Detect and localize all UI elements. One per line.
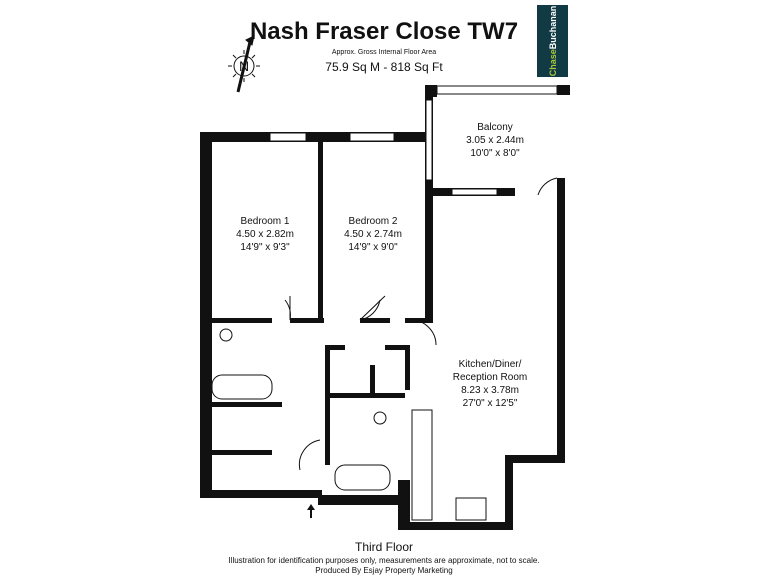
- floor-area: 75.9 Sq M - 818 Sq Ft: [325, 60, 443, 74]
- room-imperial: 10'0" x 8'0": [470, 148, 520, 159]
- room-metric: 4.50 x 2.74m: [344, 229, 402, 240]
- floor-label: Third Floor: [354, 540, 413, 554]
- footer: Illustration for identification purposes…: [0, 556, 768, 576]
- room-kitchen: Kitchen/Diner/ Reception Room 8.23 x 3.7…: [430, 358, 550, 410]
- room-name: Bedroom 1: [240, 216, 290, 227]
- room-name: Bedroom 2: [348, 216, 398, 227]
- room-name-2: Reception Room: [452, 372, 528, 383]
- doors: [211, 177, 558, 521]
- room-imperial: 14'9" x 9'0": [348, 242, 398, 253]
- producer: Produced By Esjay Property Marketing: [315, 566, 453, 575]
- windows: [269, 85, 558, 196]
- room-imperial: 27'0" x 12'5": [462, 398, 518, 409]
- north-arrow-icon: N: [228, 35, 260, 93]
- room-bedroom-1: Bedroom 1 4.50 x 2.82m 14'9" x 9'3": [215, 215, 315, 254]
- room-bedroom-2: Bedroom 2 4.50 x 2.74m 14'9" x 9'0": [323, 215, 423, 254]
- room-imperial: 14'9" x 9'3": [240, 242, 290, 253]
- room-metric: 8.23 x 3.78m: [461, 385, 519, 396]
- room-name: Balcony: [477, 122, 513, 133]
- room-metric: 4.50 x 2.82m: [236, 229, 294, 240]
- entrance-arrow-icon: [307, 504, 315, 510]
- room-metric: 3.05 x 2.44m: [466, 135, 524, 146]
- room-name: Kitchen/Diner/: [458, 359, 522, 370]
- walls: [200, 85, 570, 530]
- page-title: Nash Fraser Close TW7: [249, 18, 519, 45]
- brand-logo: ChaseBuchanan: [537, 5, 568, 77]
- disclaimer: Illustration for identification purposes…: [228, 556, 540, 565]
- room-balcony: Balcony 3.05 x 2.44m 10'0" x 8'0": [440, 121, 550, 160]
- compass-label: N: [239, 58, 249, 74]
- area-subtitle: Approx. Gross Internal Floor Area: [331, 49, 437, 56]
